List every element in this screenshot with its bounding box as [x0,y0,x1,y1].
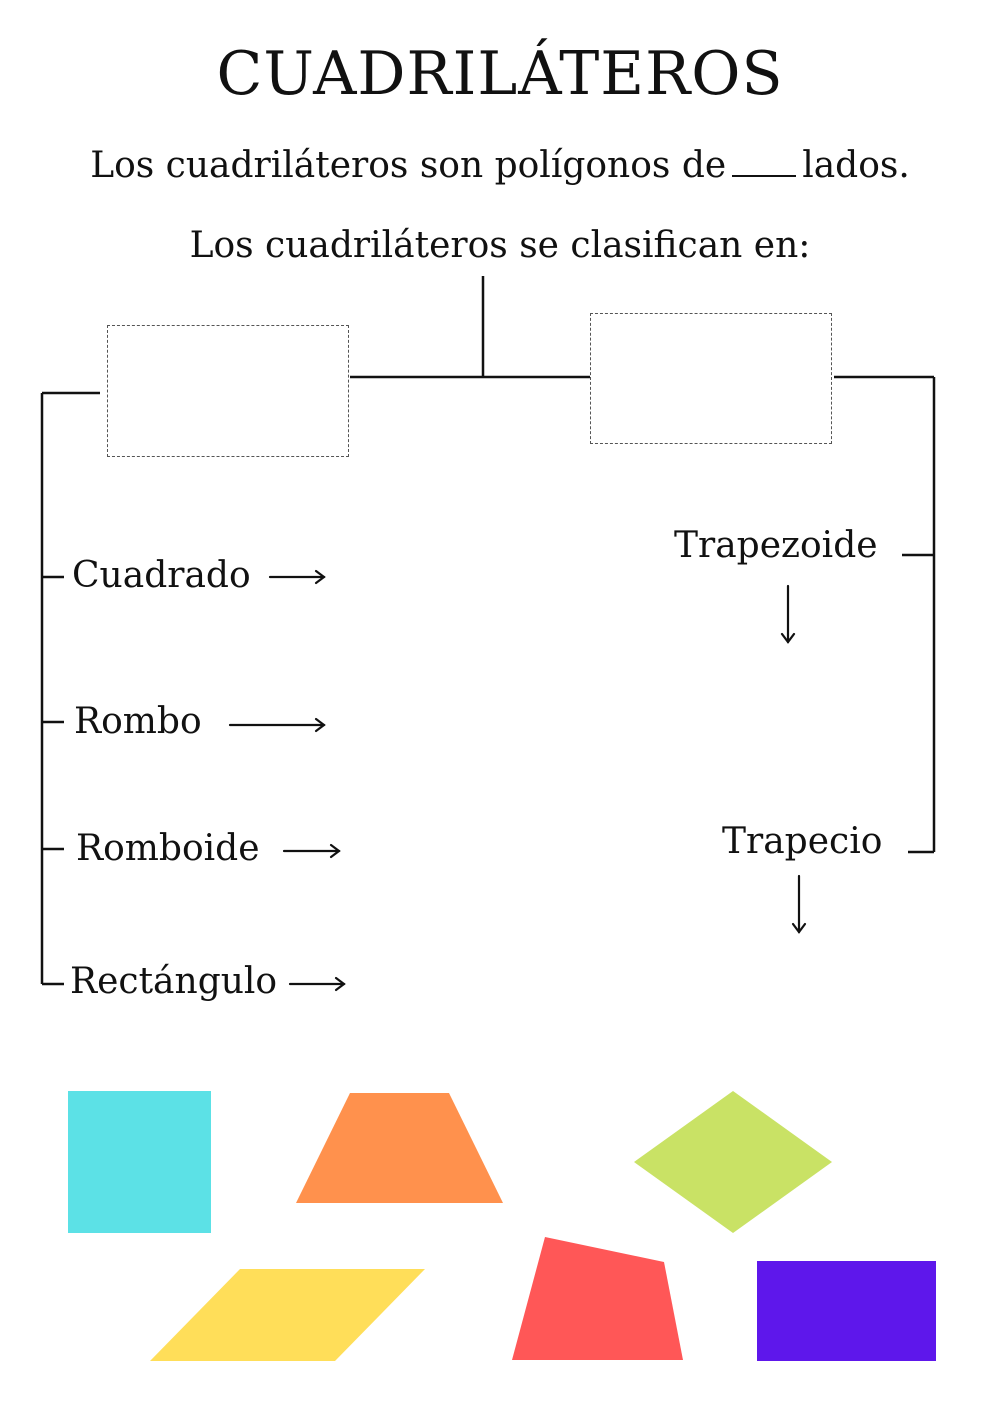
label-trapecio: Trapecio [722,821,883,862]
arrow-rectangulo [288,976,346,992]
trapezoid-shape[interactable] [296,1093,503,1203]
label-rectangulo: Rectángulo [70,961,278,1002]
drop-box-right[interactable] [590,313,832,444]
label-cuadrado: Cuadrado [72,555,251,596]
answer-blank[interactable] [732,149,797,177]
arrow-trapezoide [780,584,796,644]
sentence-end: lados. [802,145,910,186]
arrow-cuadrado [268,569,326,585]
classification-subtitle: Los cuadriláteros se clasifican en: [189,225,811,266]
square-shape[interactable] [68,1091,211,1233]
drop-box-left[interactable] [107,325,349,457]
page-title: CUADRILÁTEROS [216,39,784,109]
intro-sentence: Los cuadriláteros son polígonos de lados. [0,148,1000,184]
label-romboide: Romboide [76,828,260,869]
rectangle-shape[interactable] [757,1261,936,1361]
arrow-romboide [282,843,341,859]
rhomboid-shape[interactable] [150,1269,425,1361]
sentence-start: Los cuadriláteros son polígonos de [90,145,727,186]
arrow-trapecio [791,874,807,934]
label-trapezoide: Trapezoide [674,525,878,566]
label-rombo: Rombo [74,701,202,742]
rhombus-shape[interactable] [634,1091,832,1233]
arrow-rombo [228,717,326,733]
trapezium-shape[interactable] [512,1237,683,1360]
